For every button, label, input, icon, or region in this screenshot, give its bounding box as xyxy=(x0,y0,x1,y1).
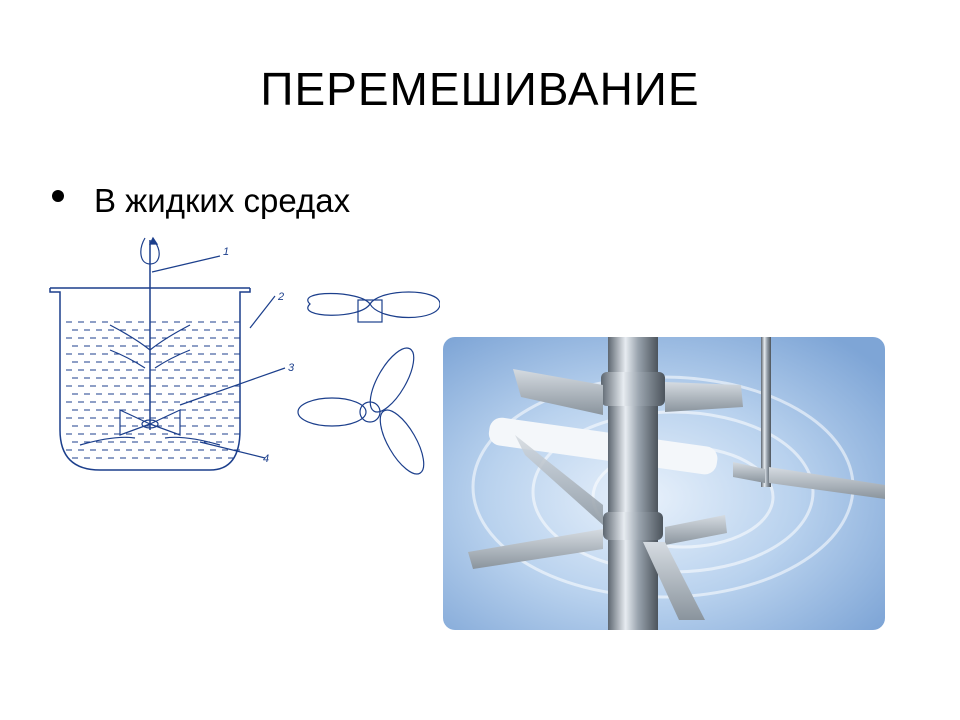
callout-4: 4 xyxy=(263,453,269,465)
callout-3: 3 xyxy=(288,362,295,374)
propeller-impeller xyxy=(297,347,425,475)
mixer-photo xyxy=(443,337,885,630)
mixer-diagram: 1 2 3 4 xyxy=(49,236,440,475)
bullet-item: В жидких средах xyxy=(52,182,350,220)
callout-1: 1 xyxy=(223,246,229,258)
bullet-text: В жидких средах xyxy=(94,182,351,219)
paddle-impeller xyxy=(307,291,440,323)
liquid-level xyxy=(66,321,240,459)
callout-2: 2 xyxy=(277,291,284,303)
slide-title: ПЕРЕМЕШИВАНИЕ xyxy=(260,63,700,115)
bullet-icon xyxy=(52,190,64,202)
vessel-outline xyxy=(49,288,251,471)
